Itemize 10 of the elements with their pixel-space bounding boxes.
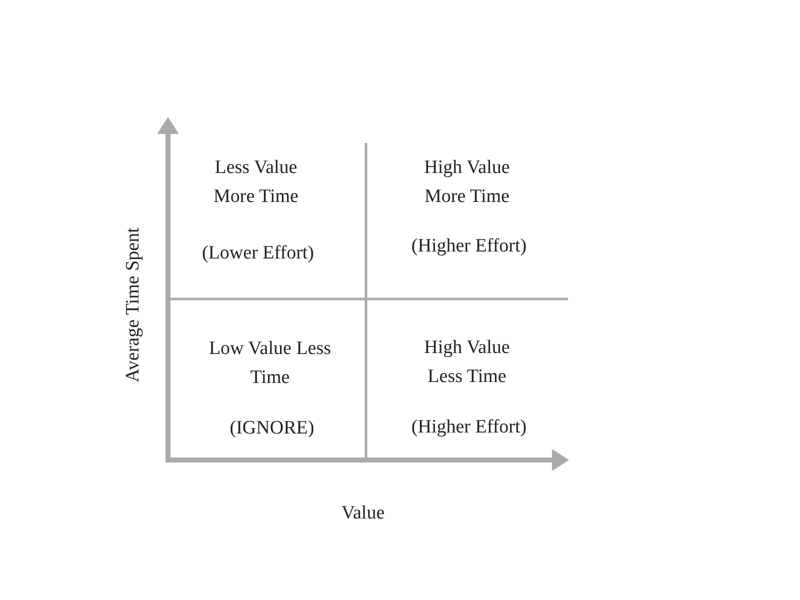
- quadrant-note: (IGNORE): [230, 416, 314, 440]
- quadrant-note: (Higher Effort): [411, 234, 527, 258]
- quadrant-note: (Higher Effort): [411, 416, 527, 440]
- quadrant-title: High Value More Time: [423, 156, 511, 209]
- axis-label: Value: [341, 502, 385, 526]
- quadrant-note: (Lower Effort): [202, 242, 314, 266]
- quadrant-title: Low Value Less Time: [208, 337, 332, 390]
- quadrant-title: High Value Less Time: [423, 336, 511, 389]
- quadrant-title: Less Value More Time: [212, 156, 300, 209]
- axis-label: Average Time Spent: [122, 228, 144, 382]
